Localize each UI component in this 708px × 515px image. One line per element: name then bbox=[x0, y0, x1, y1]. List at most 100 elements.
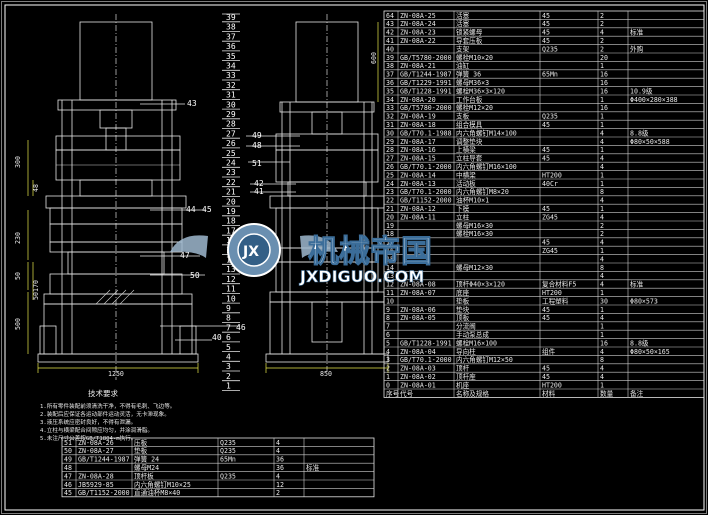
cell-code: ZN-08A-28 bbox=[78, 472, 114, 480]
cell-no: 50 bbox=[64, 447, 72, 455]
balloon-18: 18 bbox=[226, 217, 236, 226]
balloon-5: 5 bbox=[226, 343, 231, 352]
cell-qty: 4 bbox=[600, 163, 604, 171]
side-view bbox=[246, 14, 389, 373]
cell-qty: 1 bbox=[600, 96, 604, 104]
cell-mat: 复合材料F5 bbox=[542, 280, 576, 289]
balloon-47: 47 bbox=[180, 251, 190, 260]
cell-note: Φ80×50×588 bbox=[630, 138, 670, 146]
cell-code: GB/T1152-2000 bbox=[78, 489, 130, 497]
balloon-31: 31 bbox=[226, 91, 236, 100]
cell-no: 41 bbox=[386, 37, 394, 45]
cell-code: ZN-08A-27 bbox=[78, 447, 114, 455]
balloon-1: 1 bbox=[226, 382, 231, 391]
upper-crossbeam-front bbox=[57, 99, 177, 111]
cell-code: ZN-08A-24 bbox=[400, 20, 436, 28]
balloon-40: 40 bbox=[212, 333, 222, 342]
cell-qty: 12 bbox=[276, 481, 284, 489]
cell-name: 支板 bbox=[456, 112, 470, 121]
cell-mat: Q235 bbox=[220, 439, 236, 447]
cell-no: 17 bbox=[386, 239, 394, 247]
dim-300: 300 bbox=[14, 156, 22, 168]
cell-name: 立柱导套 bbox=[456, 154, 483, 163]
cell-qty: 2 bbox=[600, 230, 604, 238]
balloon-34: 34 bbox=[226, 62, 236, 71]
cell-qty: 30 bbox=[600, 297, 608, 305]
balloon-22: 22 bbox=[226, 178, 236, 187]
balloon-29: 29 bbox=[226, 110, 236, 119]
cell-name: 顶杆座 bbox=[456, 372, 476, 381]
cell-mat: HT200 bbox=[542, 289, 562, 297]
cell-code: ZN-08A-20 bbox=[400, 96, 436, 104]
cell-qty: 4 bbox=[600, 239, 604, 247]
cell-code: ZN-08A-12 bbox=[400, 205, 436, 213]
cell-name: 弹簧 24 bbox=[134, 455, 159, 464]
balloon-48: 48 bbox=[252, 141, 262, 150]
cell-qty: 8 bbox=[600, 264, 604, 272]
balloon-43: 43 bbox=[187, 99, 197, 108]
cell-name: 直通油杯M8×40 bbox=[134, 488, 180, 497]
cell-note: Φ80×50×165 bbox=[630, 348, 670, 356]
cell-qty: 20 bbox=[600, 54, 608, 62]
cell-qty: 16 bbox=[600, 104, 608, 112]
cell-name: 导套压板 bbox=[456, 36, 483, 45]
balloon-9: 9 bbox=[226, 304, 231, 313]
cell-no: 3 bbox=[386, 356, 390, 364]
balloon-36: 36 bbox=[226, 42, 236, 51]
cell-code: GB/T1228-1991 bbox=[400, 87, 452, 95]
cell-qty: 4 bbox=[600, 348, 604, 356]
balloon-6: 6 bbox=[226, 333, 231, 342]
cell-no: 12 bbox=[386, 281, 394, 289]
balloon-10: 10 bbox=[226, 294, 236, 303]
cell-qty: 2 bbox=[600, 222, 604, 230]
cell-code: GB/T70.1-2000 bbox=[400, 163, 452, 171]
cell-name: 弹簧 36 bbox=[456, 70, 481, 79]
tech-note: 4.立柱与横梁配合间隙应均匀，并涂润滑脂。 bbox=[40, 426, 153, 434]
cell-name: 垫板 bbox=[456, 296, 470, 305]
cell-no: 21 bbox=[386, 205, 394, 213]
cell-no: 48 bbox=[64, 464, 72, 472]
cell-qty: 2 bbox=[600, 20, 604, 28]
cell-code: ZN-08A-01 bbox=[400, 381, 436, 389]
cell-mat: 45 bbox=[542, 373, 550, 381]
cell-mat: 45 bbox=[542, 155, 550, 163]
cell-qty: 1 bbox=[600, 323, 604, 331]
cell-no: 47 bbox=[64, 472, 72, 480]
cell-mat: 65Mn bbox=[220, 456, 236, 464]
cell-qty: 1 bbox=[600, 113, 604, 121]
cell-code: ZN-08A-23 bbox=[400, 29, 436, 37]
watermark-logo: JX bbox=[170, 223, 338, 277]
cell-qty: 1 bbox=[600, 121, 604, 129]
cell-mat: 45 bbox=[542, 12, 550, 20]
cell-mat: 45 bbox=[542, 205, 550, 213]
cell-no: 51 bbox=[64, 439, 72, 447]
front-view bbox=[27, 14, 199, 380]
cell-name: 顶杆板 bbox=[134, 471, 154, 480]
balloon-17: 17 bbox=[226, 226, 236, 235]
balloon-25: 25 bbox=[226, 149, 236, 158]
cell-mat: 45 bbox=[542, 121, 550, 129]
cell-mat: 45 bbox=[542, 306, 550, 314]
cell-name: 内六角螺钉M10×25 bbox=[134, 480, 191, 489]
cell-qty: 2 bbox=[276, 489, 280, 497]
cell-name: 螺母M36×3 bbox=[456, 78, 489, 87]
front-balloons bbox=[140, 103, 240, 341]
watermark-mark: JX bbox=[242, 244, 259, 260]
cell-name: 上横梁 bbox=[456, 145, 476, 154]
cell-no: 40 bbox=[386, 45, 394, 53]
cell-code: GB/T5780-2000 bbox=[400, 54, 452, 62]
cell-mat: 45 bbox=[542, 29, 550, 37]
